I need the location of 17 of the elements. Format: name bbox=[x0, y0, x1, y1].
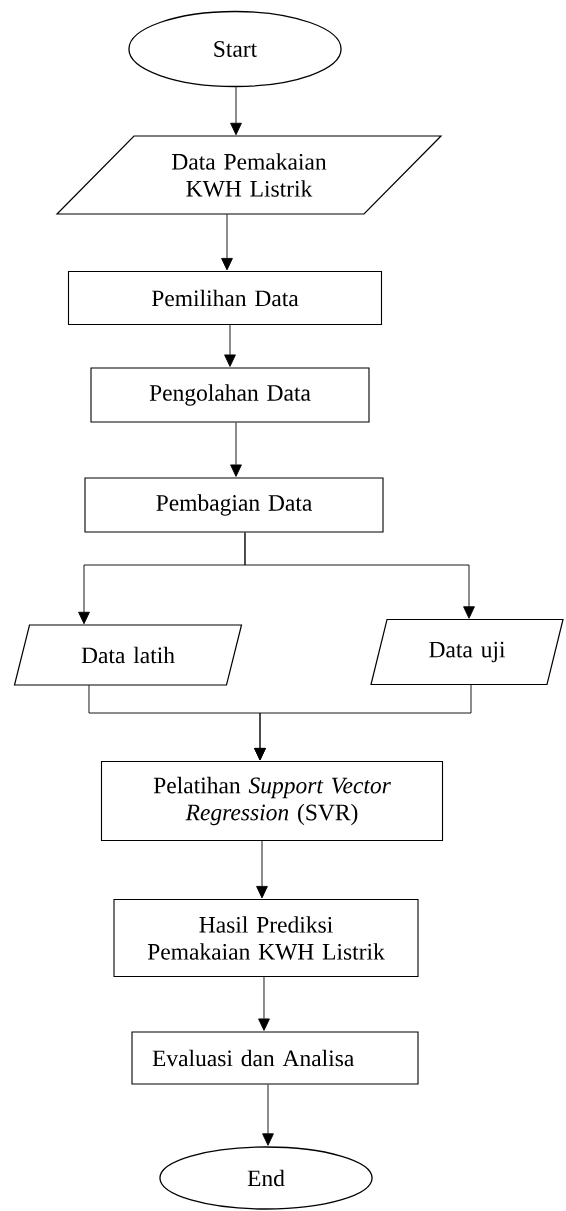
arrow bbox=[262, 1084, 274, 1146]
process-box: Evaluasi dan Analisa bbox=[131, 1031, 419, 1085]
arrow bbox=[244, 532, 475, 619]
arrow bbox=[258, 976, 270, 1031]
process-box: Pengolahan Data bbox=[90, 367, 370, 423]
process-box: Pembagian Data bbox=[84, 477, 384, 533]
arrow bbox=[224, 324, 236, 367]
data-parallelogram: Data latih bbox=[13, 624, 243, 686]
arrow bbox=[221, 213, 233, 271]
process-box: Hasil Prediksi Pemakaian KWH Listrik bbox=[113, 898, 419, 978]
data-parallelogram: Data uji bbox=[370, 618, 564, 686]
arrow bbox=[254, 684, 472, 761]
process-box: Pemilihan Data bbox=[67, 270, 383, 326]
arrow bbox=[230, 86, 242, 136]
arrow bbox=[230, 422, 242, 477]
arrow bbox=[256, 840, 268, 899]
process-box: Pelatihan Support Vector Regression (SVR) bbox=[100, 760, 444, 842]
